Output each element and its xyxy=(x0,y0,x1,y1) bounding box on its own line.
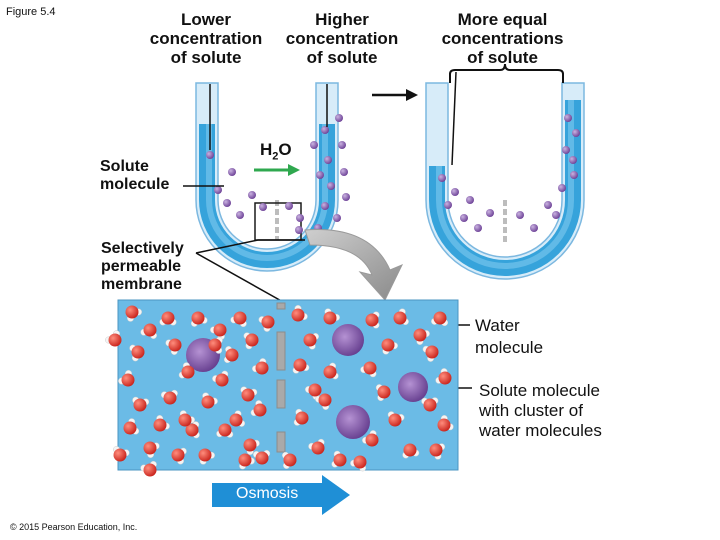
membrane-label: Selectively permeable membrane xyxy=(101,240,184,294)
equal-concentration-label: More equal concentrations of solute xyxy=(430,10,575,67)
solute-line-1: Solute xyxy=(100,158,169,176)
membrane-line-3: membrane xyxy=(101,276,184,294)
lower-line-3: of solute xyxy=(140,48,272,67)
equal-line-1: More equal xyxy=(430,10,575,29)
h2o-label: H2O xyxy=(260,140,292,162)
water-molecule xyxy=(105,331,121,347)
cluster-line-2: with cluster of xyxy=(479,401,602,421)
lower-line-2: concentration xyxy=(140,29,272,48)
lower-concentration-label: Lower concentration of solute xyxy=(140,10,272,67)
water-line-1: Water xyxy=(475,315,543,337)
water-flow-arrow xyxy=(254,164,300,176)
solute-line-2: molecule xyxy=(100,176,169,194)
right-u-tube xyxy=(426,83,584,279)
equal-line-2: concentrations xyxy=(430,29,575,48)
water-line-2: molecule xyxy=(475,337,543,359)
higher-line-1: Higher xyxy=(276,10,408,29)
membrane-line-1: Selectively xyxy=(101,240,184,258)
higher-line-3: of solute xyxy=(276,48,408,67)
copyright: © 2015 Pearson Education, Inc. xyxy=(10,522,137,532)
higher-line-2: concentration xyxy=(276,29,408,48)
membrane-line-2: permeable xyxy=(101,258,184,276)
transition-arrow xyxy=(372,89,418,101)
h2o-h: H xyxy=(260,140,272,159)
equal-line-3: of solute xyxy=(430,48,575,67)
figure-label: Figure 5.4 xyxy=(6,6,56,18)
zoom-arrow xyxy=(305,230,402,301)
h2o-o: O xyxy=(278,140,291,159)
cluster-line-3: water molecules xyxy=(479,421,602,441)
water-molecule-label: Water molecule xyxy=(475,315,543,359)
cluster-label: Solute molecule with cluster of water mo… xyxy=(479,381,602,441)
lower-line-1: Lower xyxy=(140,10,272,29)
osmosis-label: Osmosis xyxy=(236,485,298,503)
higher-concentration-label: Higher concentration of solute xyxy=(276,10,408,67)
cluster-line-1: Solute molecule xyxy=(479,381,602,401)
tube-solute-molecules xyxy=(206,114,580,234)
solute-molecule-label: Solute molecule xyxy=(100,158,169,194)
